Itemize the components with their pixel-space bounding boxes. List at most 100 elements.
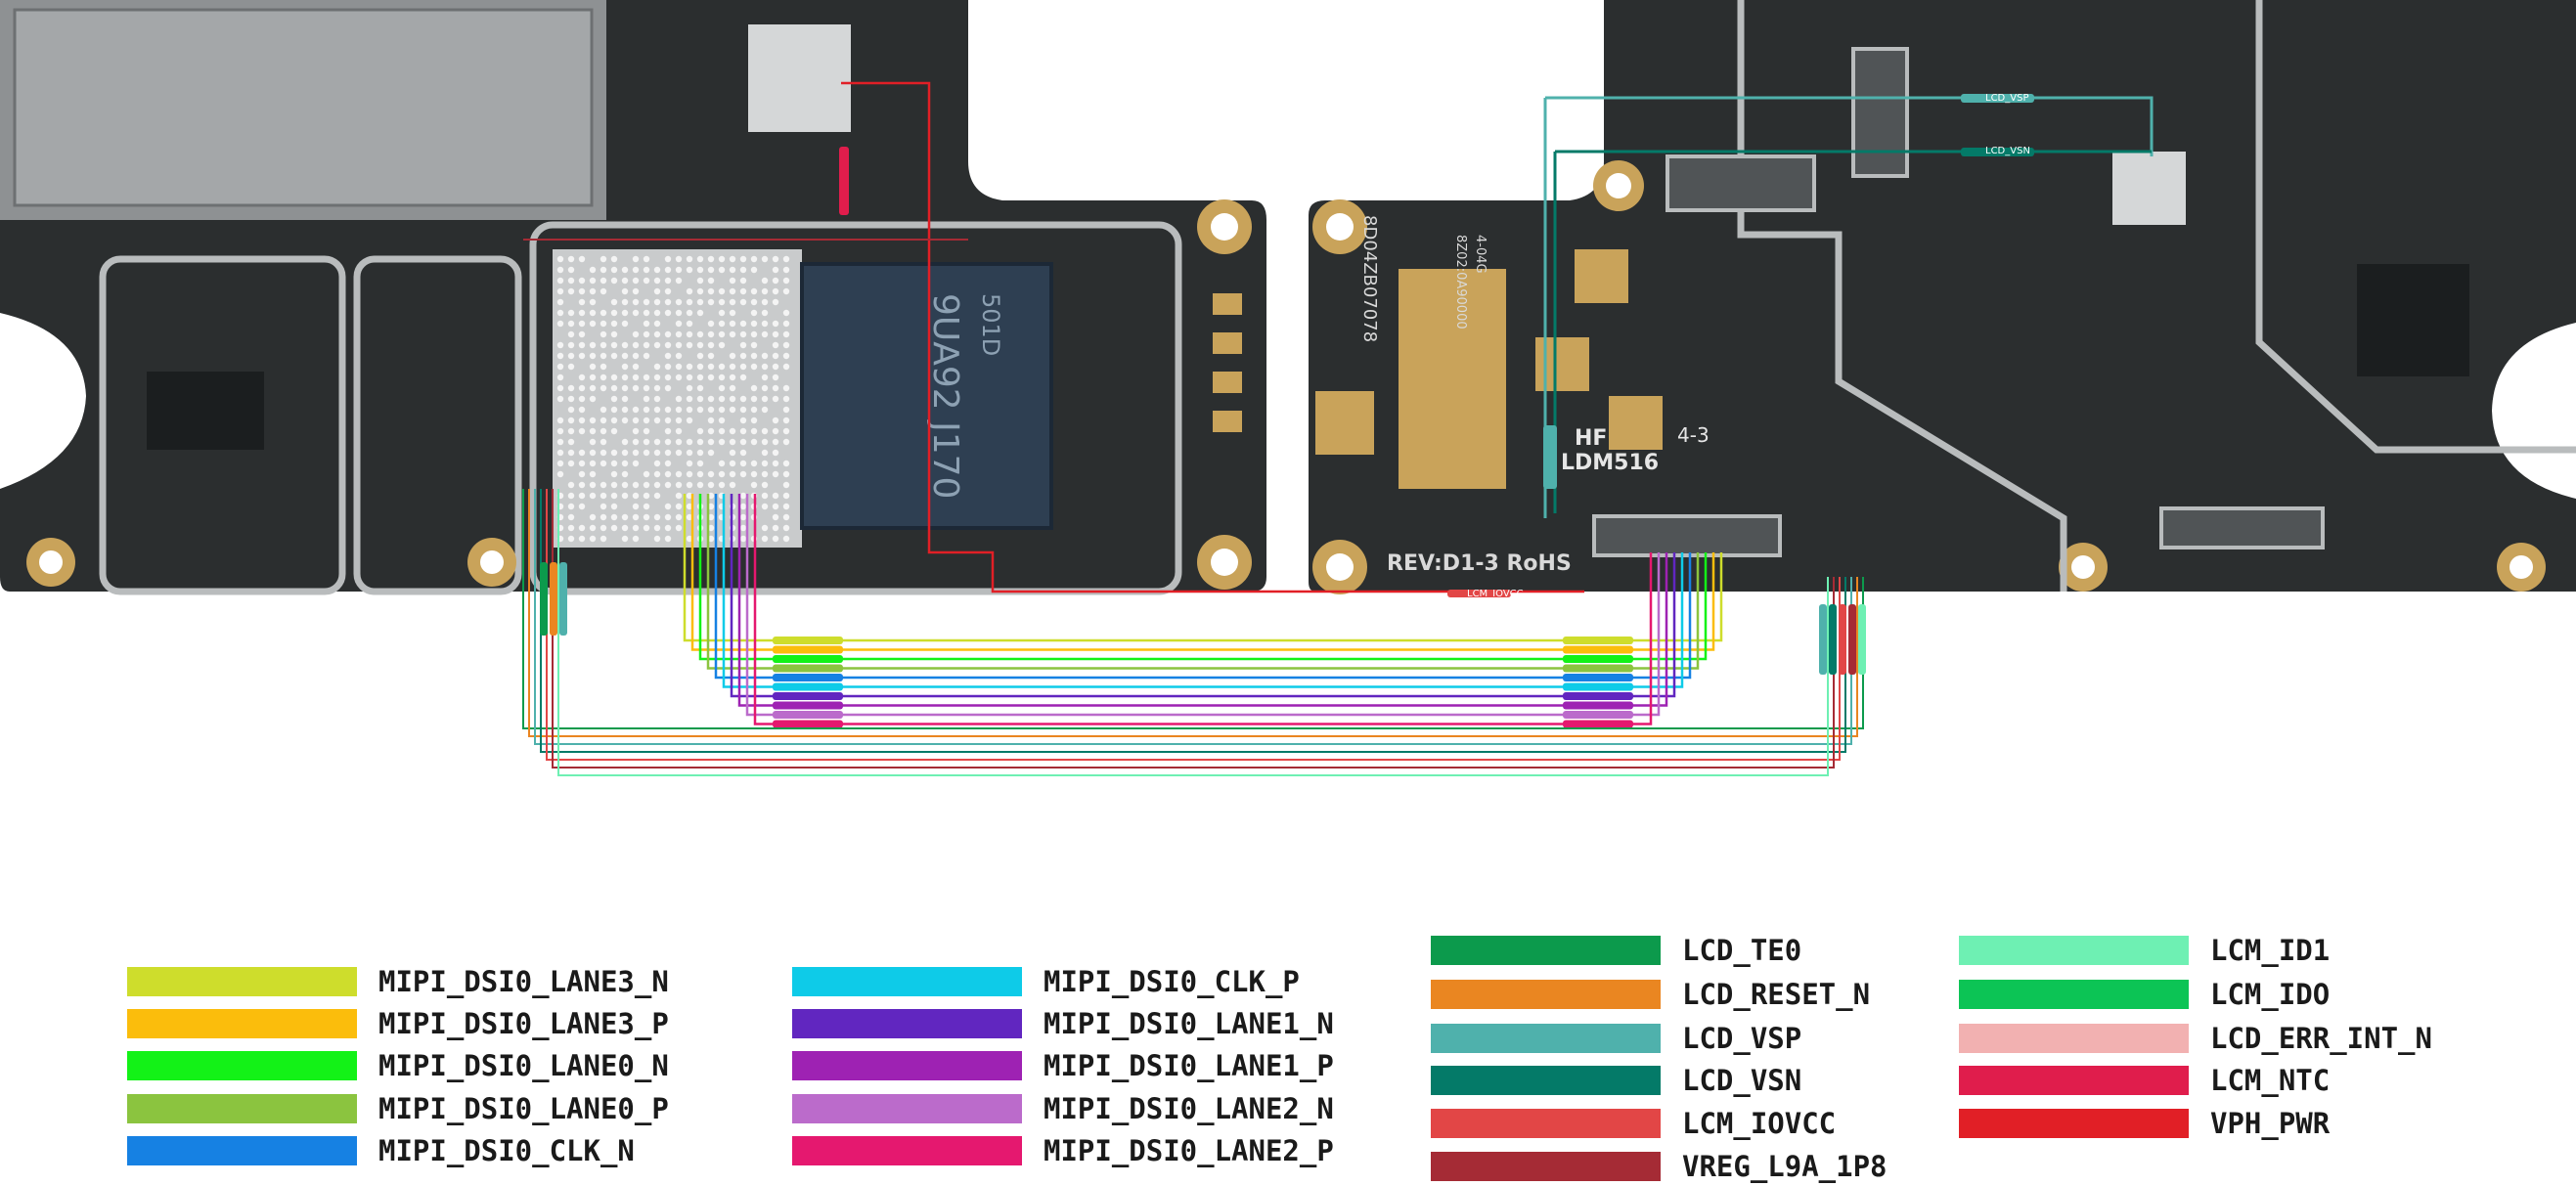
legend-label: MIPI_DSI0_LANE3_N (378, 965, 669, 998)
signal-trace (722, 494, 1684, 688)
signal-pad (773, 692, 843, 700)
signal-trace (745, 494, 1661, 717)
chip-label-501d: 501D (977, 293, 1004, 356)
legend-label: VPH_PWR (2210, 1107, 2331, 1140)
pad-label-lcm-iovcc: LCM_IOVCC (1467, 589, 1524, 599)
legend-color-swatch (792, 1009, 1022, 1038)
legend-color-swatch (792, 967, 1022, 996)
pad-label-lcd-vsp: LCD_VSP (1985, 93, 2028, 104)
bga-dots (556, 255, 790, 543)
legend-color-swatch (1431, 936, 1661, 965)
bottom-right-connector (2159, 506, 2325, 549)
signal-pad (1447, 590, 1511, 597)
shield-frame-cpu (529, 221, 1182, 595)
signal-pad (773, 674, 843, 681)
signal-trace (528, 489, 1858, 737)
legend-color-swatch (1431, 1152, 1661, 1181)
signal-pad (1563, 682, 1633, 691)
legend-label: MIPI_DSI0_CLK_P (1044, 965, 1300, 998)
legend-color-swatch (1431, 1066, 1661, 1095)
signal-pad (1563, 701, 1633, 710)
signal-pad (773, 645, 843, 654)
legend-label: MIPI_DSI0_LANE1_P (1044, 1049, 1334, 1082)
signal-pad (540, 562, 548, 636)
signal-pad (1848, 604, 1856, 675)
signal-trace (841, 81, 1584, 593)
legend-label: LCD_TE0 (1682, 934, 1802, 967)
board-code-404g: 4-04G (1473, 235, 1488, 274)
legend-color-swatch (1959, 936, 2189, 965)
signal-pad (1563, 711, 1633, 719)
signal-trace (737, 494, 1668, 707)
legend-color-swatch (127, 1051, 357, 1080)
signal-trace (706, 494, 1700, 670)
right-connector (1666, 154, 1816, 212)
signal-pad (1563, 692, 1633, 700)
board-code-label: 8D04ZB07078 (1359, 215, 1380, 342)
ldm-label: LDM516 (1561, 451, 1659, 475)
pad-label-lcd-vsn: LCD_VSN (1985, 146, 2030, 156)
legend-color-swatch (792, 1136, 1022, 1165)
legend-color-swatch (1431, 1024, 1661, 1053)
legend-label: LCM_NTC (2210, 1064, 2331, 1097)
signal-pad (773, 711, 843, 719)
legend-label: MIPI_DSI0_LANE0_N (378, 1049, 669, 1082)
legend-color-swatch (127, 1094, 357, 1123)
signal-pad (773, 664, 843, 673)
signal-trace (690, 494, 1715, 651)
signal-pad (559, 562, 567, 636)
signal-pad (1819, 604, 1827, 675)
pcb-board-image: 501D 9UA92 J170 8D04Z (0, 0, 2576, 776)
shield-frame-left (99, 255, 346, 595)
signal-traces (522, 81, 2154, 776)
legend-label: LCM_IDO (2210, 978, 2331, 1011)
legend-label: LCD_ERR_INT_N (2210, 1022, 2432, 1055)
signal-trace (1545, 96, 2154, 156)
legend-color-swatch (792, 1051, 1022, 1080)
legend-color-swatch (1959, 1066, 2189, 1095)
legend-color-swatch (1431, 980, 1661, 1009)
legend-color-swatch (127, 1136, 357, 1165)
signal-trace (698, 494, 1708, 661)
legend-label: MIPI_DSI0_CLK_N (378, 1134, 635, 1167)
legend-label: LCD_VSN (1682, 1064, 1802, 1097)
signal-trace (714, 494, 1692, 680)
signal-pad (773, 682, 843, 691)
signal-pad (773, 720, 843, 728)
pcb-diagram: 501D 9UA92 J170 8D04Z (0, 0, 2576, 776)
signal-pad (1543, 425, 1557, 489)
copper-plane (1399, 269, 1506, 489)
top-bga-chip (748, 24, 851, 132)
legend-label: VREG_L9A_1P8 (1682, 1150, 1888, 1183)
legend-color-swatch (1431, 1109, 1661, 1138)
signal-pad (1563, 645, 1633, 654)
shield-frame-mid (353, 255, 522, 595)
code-4-3-label: 4-3 (1677, 423, 1710, 447)
legend-color-swatch (1959, 980, 2189, 1009)
signal-trace (683, 494, 1723, 642)
board-small-code: 8Z02:0A90000 (1453, 235, 1468, 329)
right-bga (2112, 152, 2186, 225)
signal-pad (1563, 720, 1633, 728)
right-chip (2357, 264, 2469, 376)
signal-pad (1839, 604, 1846, 675)
legend-color-swatch (127, 967, 357, 996)
signal-pad (1563, 637, 1633, 644)
legend-color-swatch (127, 1009, 357, 1038)
legend-label: LCD_VSP (1682, 1022, 1802, 1055)
legend-label: MIPI_DSI0_LANE1_N (1044, 1007, 1334, 1040)
camera-connector (1851, 47, 1909, 178)
legend-label: LCM_ID1 (2210, 934, 2331, 967)
signal-trace (730, 494, 1676, 698)
signal-pad (550, 562, 557, 636)
signal-pad (839, 147, 849, 215)
legend-color-swatch (1959, 1109, 2189, 1138)
rev-label: REV:D1-3 RoHS (1387, 551, 1572, 576)
signal-pad (1563, 664, 1633, 673)
signal-pad (1829, 604, 1837, 675)
signal-trace (557, 489, 1829, 776)
signal-pad (773, 655, 843, 663)
memory-chip (800, 262, 1053, 530)
hf-label: HF (1575, 426, 1607, 451)
legend-color-swatch (1959, 1024, 2189, 1053)
